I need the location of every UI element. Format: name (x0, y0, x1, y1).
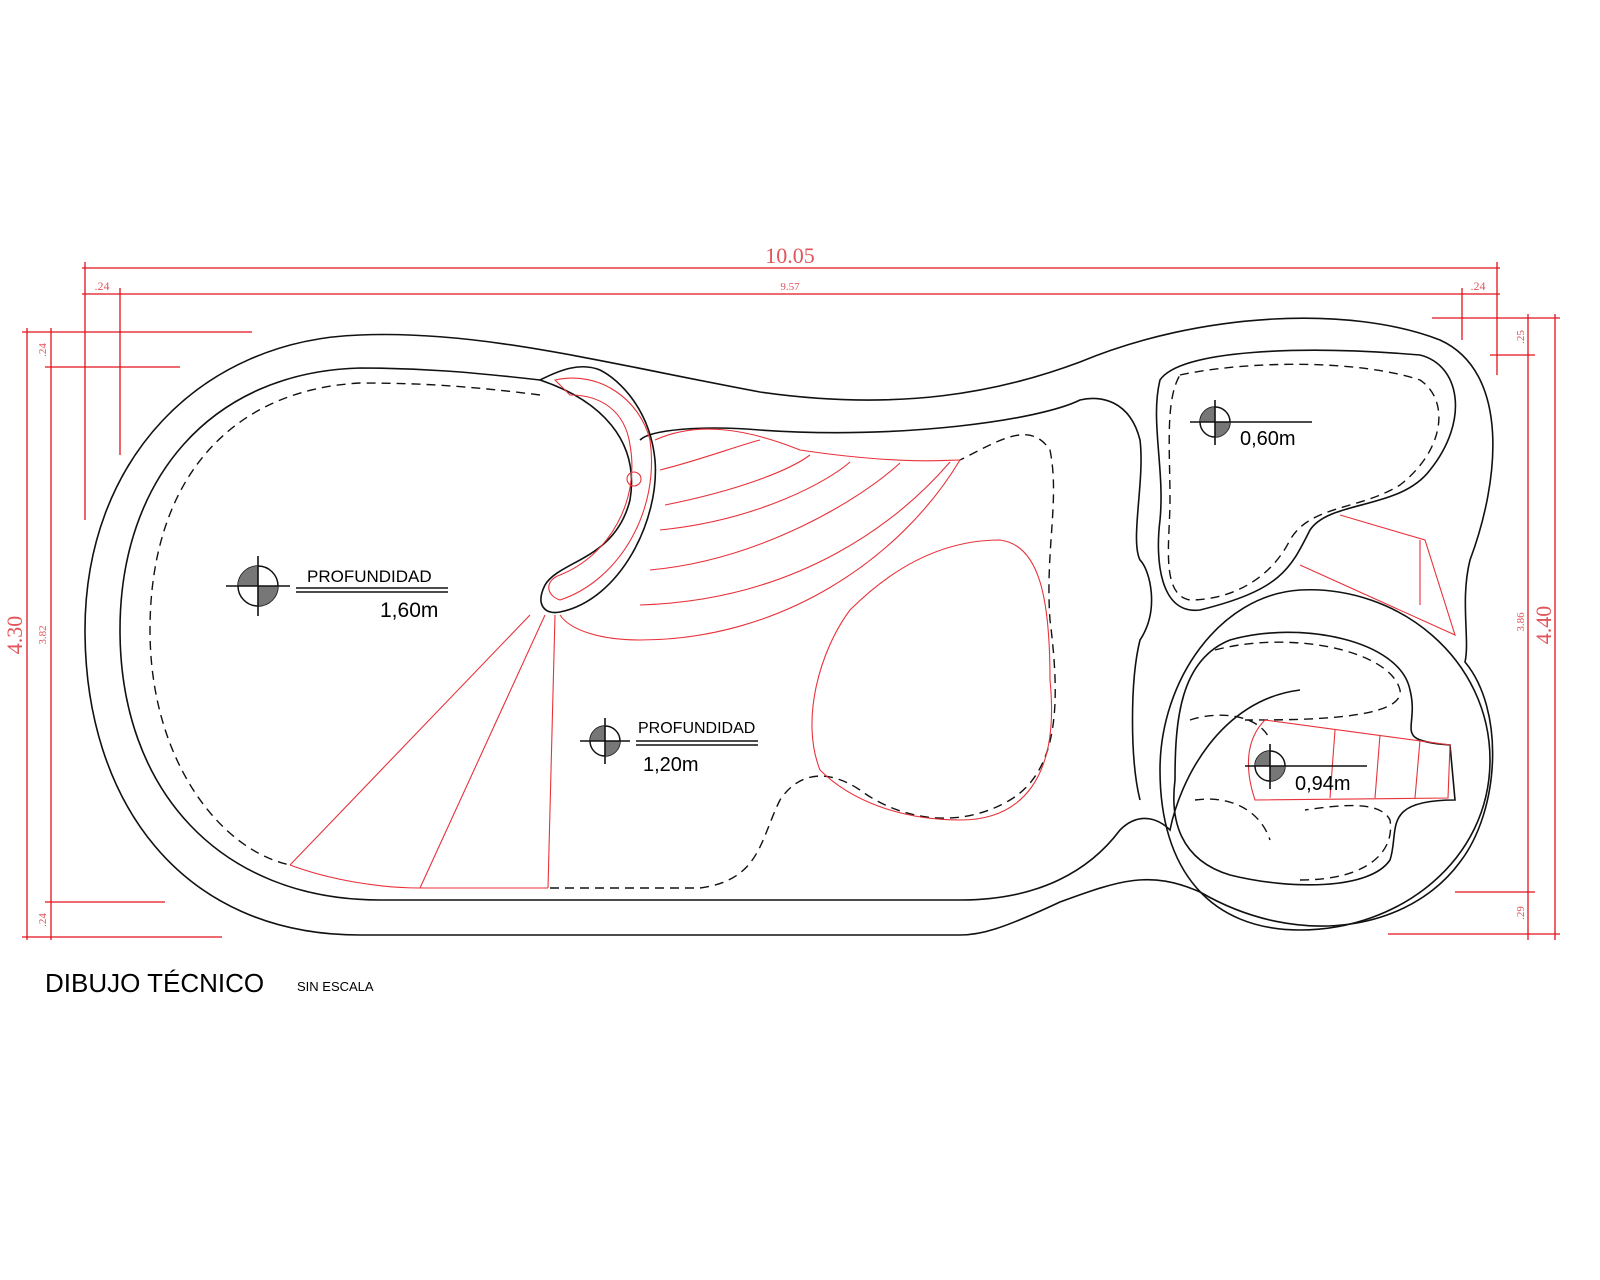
dim-right-total-height: 4.40 (1531, 606, 1556, 645)
middle-zone-dashed (550, 434, 1056, 889)
steps-red (289, 377, 1456, 889)
pool-inner-outline (119, 367, 1301, 901)
depth-value-shallow-round: 0,94m (1295, 773, 1351, 795)
dim-right-offset-upper: .25 (1515, 330, 1527, 344)
pool-outer-outline (84, 317, 1494, 936)
depth-label-deep: PROFUNDIDAD (307, 567, 432, 586)
top-shallow-outline (1155, 349, 1457, 611)
dim-right-offset-top: .24 (1471, 279, 1486, 293)
dim-left-total-height: 4.30 (2, 616, 27, 655)
depth-label-middle: PROFUNDIDAD (638, 720, 755, 737)
round-spa-dashed (1189, 641, 1401, 881)
dimension-lines (22, 262, 1560, 940)
dim-right-offset-lower: .29 (1515, 906, 1527, 920)
depth-marker-shallow-round (1245, 744, 1367, 789)
depth-value-shallow-top: 0,60m (1240, 428, 1296, 450)
dim-total-length: 10.05 (765, 243, 815, 268)
dim-left-offset-upper: .24 (37, 343, 49, 357)
drawing-scale-note: SIN ESCALA (297, 979, 374, 994)
depth-marker-shallow-top (1190, 400, 1312, 445)
dim-inner-length: 9.57 (780, 281, 800, 293)
dim-right-inner-height: 3.86 (1515, 612, 1527, 632)
depth-marker-deep (226, 556, 448, 616)
round-spa-outline (1159, 589, 1491, 931)
depth-value-middle: 1,20m (643, 754, 699, 776)
drawing-title: DIBUJO TÉCNICO (45, 968, 264, 998)
dim-left-inner-height: 3.82 (37, 625, 49, 644)
depth-value-deep: 1,60m (380, 599, 438, 622)
deep-zone-dashed (149, 382, 541, 866)
top-shallow-dashed (1167, 363, 1440, 601)
round-spa-inner (1173, 631, 1456, 886)
depth-marker-middle (580, 718, 758, 764)
dim-left-offset-lower: .24 (37, 913, 49, 927)
dim-left-offset-top: .24 (95, 279, 110, 293)
